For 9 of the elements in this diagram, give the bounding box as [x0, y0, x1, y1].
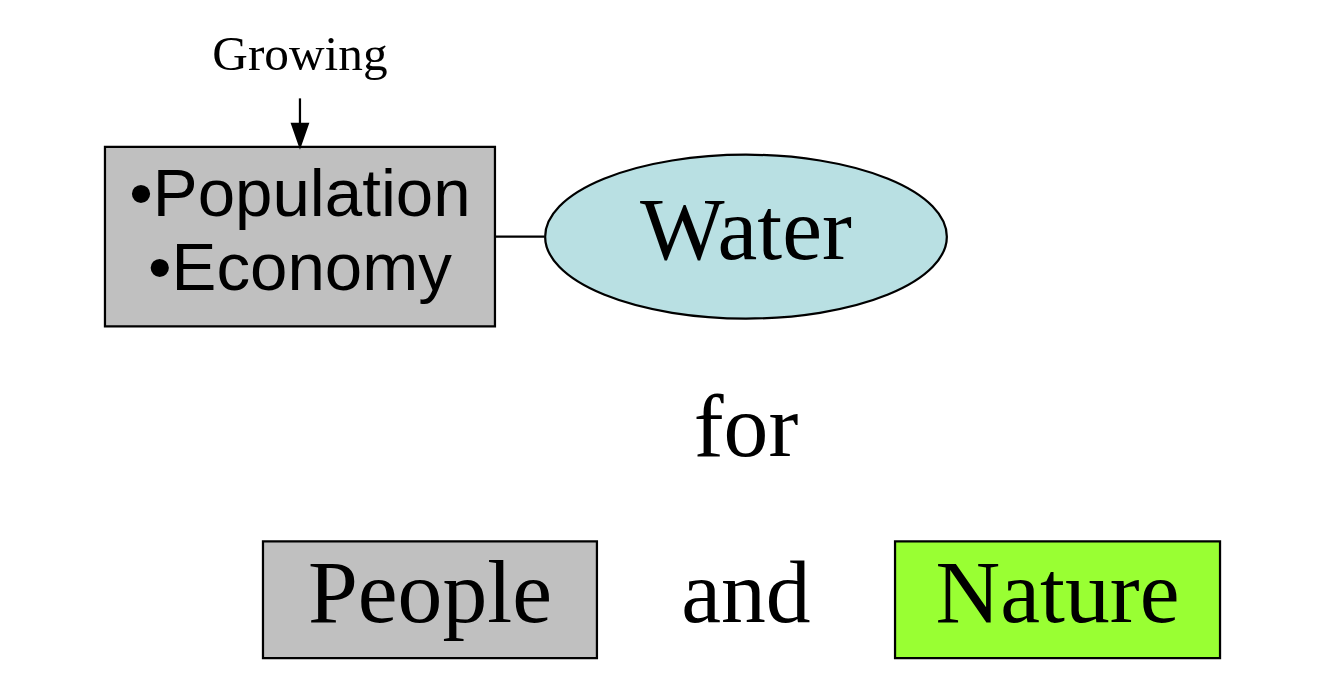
label: for — [693, 376, 799, 476]
node-box: Nature — [893, 540, 1222, 660]
node-box: People — [261, 540, 599, 660]
label: and — [681, 542, 811, 642]
arrow — [290, 98, 310, 150]
connector — [495, 235, 545, 238]
node-text: Growing — [212, 25, 388, 81]
node-box: •Population •Economy — [103, 145, 497, 328]
node-ellipse: Water — [544, 153, 948, 320]
